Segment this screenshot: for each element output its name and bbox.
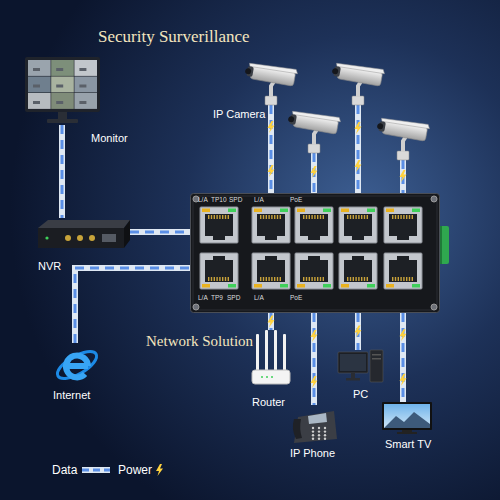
legend-data-line <box>82 470 110 471</box>
network-cable <box>403 313 404 402</box>
section-title: Security Surverillance <box>98 27 250 47</box>
power-bolt <box>355 326 362 338</box>
ip-phone-icon <box>292 405 337 443</box>
port-label: PoE <box>290 294 302 302</box>
internet: Internet <box>55 343 100 385</box>
data-dash <box>61 125 64 218</box>
data-dash <box>130 231 190 234</box>
pc: PC <box>338 350 383 384</box>
cable-sheath <box>130 229 190 235</box>
port-label: L/A <box>254 196 264 204</box>
cable-sheath <box>355 313 361 350</box>
device-label: Smart TV <box>385 438 431 451</box>
cable-sheath <box>311 313 317 405</box>
ip-camera-icon <box>245 60 300 105</box>
monitor: Monitor <box>25 57 100 125</box>
device-label: IP Camera <box>213 108 265 121</box>
power-bolt <box>268 316 275 328</box>
cable-sheath <box>268 313 274 330</box>
device-label: Internet <box>53 389 90 402</box>
smart-tv: Smart TV <box>382 402 432 434</box>
power-bolt <box>268 121 275 133</box>
cable-sheath <box>59 125 65 218</box>
power-bolt <box>311 122 407 182</box>
ip-phone: IP Phone <box>292 405 337 443</box>
network-cable <box>271 105 272 193</box>
data-dash <box>75 268 190 343</box>
port-label: TP10 <box>211 196 227 204</box>
nvr-icon <box>38 218 130 248</box>
power-bolt <box>400 329 407 341</box>
port-label: L/A <box>198 196 208 204</box>
din-rail-clip <box>439 226 449 264</box>
legend-label: Data <box>52 463 77 477</box>
ip-camera-icon <box>287 61 430 160</box>
nvr: NVR <box>38 218 130 248</box>
power-bolt <box>268 165 275 177</box>
network-cable <box>130 232 190 233</box>
device-label: Router <box>252 396 285 409</box>
monitor-icon <box>25 57 100 125</box>
poe-switch: L/ATP10SPDL/APoEL/ATP9SPDL/APoE <box>190 193 440 313</box>
section-heading: Network Solution <box>146 333 253 350</box>
power-bolt <box>400 374 407 386</box>
port-label: L/A <box>254 294 264 302</box>
network-cable <box>75 268 190 343</box>
ip-camera: IP Camera <box>245 60 300 105</box>
network-cable <box>62 125 63 218</box>
data-dash <box>313 313 316 405</box>
device-label: NVR <box>38 260 61 273</box>
cable-sheath <box>400 313 406 402</box>
port-label: PoE <box>290 196 302 204</box>
data-dash <box>402 313 405 402</box>
pc-icon <box>338 350 383 384</box>
port-label: TP9 <box>211 294 223 302</box>
device-label: IP Phone <box>290 447 335 460</box>
network-cable <box>314 313 315 405</box>
cable-sheath <box>75 268 190 343</box>
router-icon <box>252 330 290 385</box>
device-label: PC <box>353 388 368 401</box>
port-label: SPD <box>227 294 240 302</box>
cable-sheath <box>268 105 274 193</box>
power-bolt <box>311 376 318 388</box>
port-label: SPD <box>229 196 242 204</box>
smart-tv-icon <box>382 402 432 434</box>
port-label: L/A <box>198 294 208 302</box>
device-label: Monitor <box>91 132 128 145</box>
legend-power-bolt <box>156 464 163 476</box>
internet-icon <box>55 343 100 385</box>
power-bolt <box>311 330 318 342</box>
router: Router <box>252 330 290 385</box>
legend-label: Power <box>118 463 152 477</box>
data-dash <box>270 105 273 193</box>
